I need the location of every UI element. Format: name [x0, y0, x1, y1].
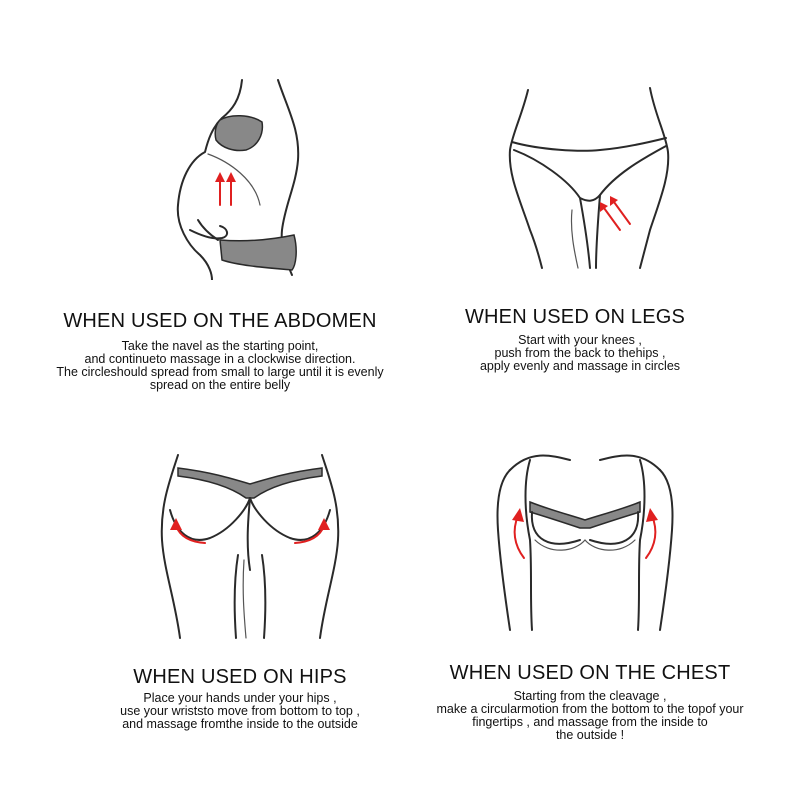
chest-heading: WHEN USED ON THE CHEST	[449, 662, 731, 684]
legs-heading: WHEN USED ON LEGS	[464, 306, 686, 328]
legs-line-1: Start with your knees ,	[518, 333, 642, 347]
chest-line-3: fingertips , and massage from the inside…	[472, 715, 708, 729]
abdomen-line-3: The circleshould spread from small to la…	[56, 365, 384, 379]
abdomen-heading: WHEN USED ON THE ABDOMEN	[63, 310, 377, 332]
legs-section: WHEN USED ON LEGS Start with your knees …	[420, 0, 800, 400]
hips-line-1: Place your hands under your hips ,	[143, 691, 337, 705]
hips-illustration	[160, 454, 340, 639]
hips-section: WHEN USED ON HIPS Place your hands under…	[0, 400, 420, 800]
chest-description: Starting from the cleavage , make a circ…	[400, 690, 780, 742]
abdomen-section: WHEN USED ON THE ABDOMEN Take the navel …	[0, 0, 420, 400]
hips-heading: WHEN USED ON HIPS	[133, 666, 347, 688]
legs-line-3: apply evenly and massage in circles	[479, 359, 681, 373]
legs-description: Start with your knees , push from the ba…	[420, 334, 740, 373]
hips-line-2: use your wriststo move from bottom to to…	[120, 704, 360, 718]
abdomen-line-4: spread on the entire belly	[149, 378, 291, 392]
chest-line-4: the outside !	[555, 728, 625, 742]
hips-line-3: and massage fromthe inside to the outsid…	[122, 717, 358, 731]
hips-description: Place your hands under your hips , use y…	[40, 692, 440, 731]
chest-line-1: Starting from the cleavage ,	[513, 689, 667, 703]
legs-line-2: push from the back to thehips ,	[494, 346, 666, 360]
legs-illustration	[508, 87, 670, 269]
abdomen-line-1: Take the navel as the starting point,	[121, 339, 319, 353]
abdomen-line-2: and continueto massage in a clockwise di…	[84, 352, 356, 366]
chest-line-2: make a circularmotion from the bottom to…	[436, 702, 744, 716]
chest-illustration	[496, 454, 674, 631]
abdomen-description: Take the navel as the starting point, an…	[20, 340, 420, 392]
chest-section: WHEN USED ON THE CHEST Starting from the…	[420, 400, 800, 800]
pregnant-abdomen-illustration	[176, 79, 300, 280]
